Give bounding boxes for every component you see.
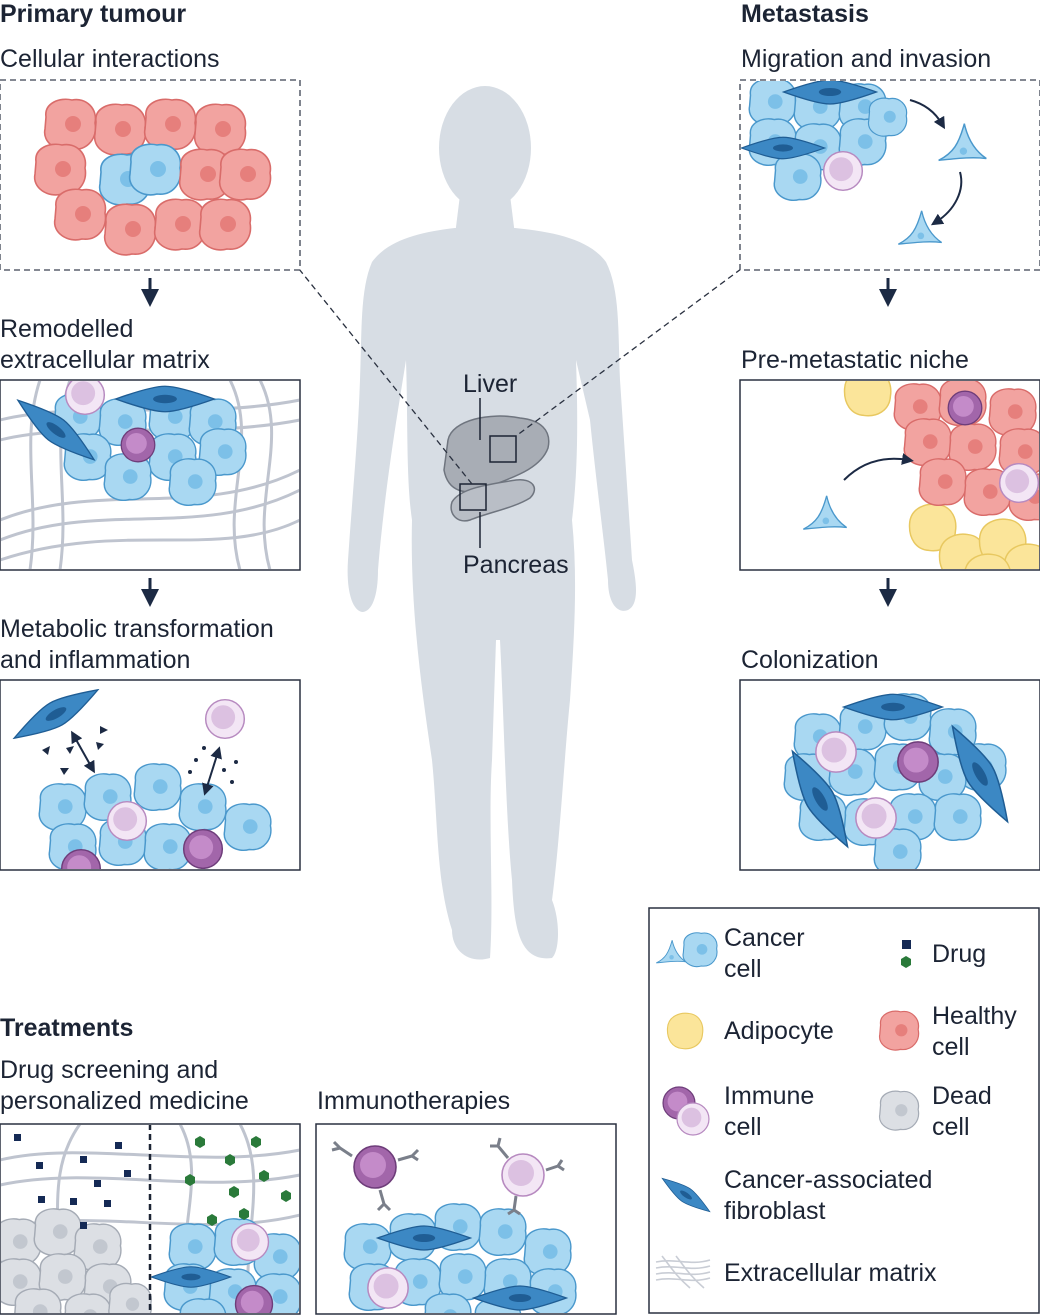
- legend-box: [648, 907, 1040, 1314]
- legend-ecm-label: Extracellular matrix: [724, 1259, 937, 1287]
- human-body-silhouette: [347, 86, 636, 960]
- metabolic-contents: [7, 681, 272, 869]
- migration-label: Migration and invasion: [741, 45, 991, 73]
- legend-fibroblast-label-line2: fibroblast: [724, 1197, 825, 1225]
- legend-healthy-cell-label-line1: Healthy: [932, 1002, 1017, 1030]
- immunotherapies-contents: [331, 1137, 577, 1313]
- pancreas-label: Pancreas: [463, 551, 569, 579]
- remodelled-ecm-contents: [1, 381, 299, 569]
- premetastatic-contents: [802, 381, 1039, 569]
- metastasis-title: Metastasis: [741, 0, 869, 28]
- immunotherapies-label: Immunotherapies: [317, 1087, 510, 1115]
- metastasis-guide-line: [515, 268, 742, 437]
- legend-cancer-cell-label-line1: Cancer: [724, 924, 805, 952]
- legend-drug-label: Drug: [932, 940, 986, 968]
- drug-screening-label-line2: personalized medicine: [0, 1087, 249, 1115]
- legend-healthy-cell-icon: [878, 1010, 920, 1051]
- legend-immune-cell-label-line1: Immune: [724, 1082, 814, 1110]
- legend-adipocyte-label: Adipocyte: [724, 1017, 834, 1045]
- drug-screening-label-line1: Drug screening and: [0, 1056, 218, 1084]
- legend-dead-cell-label-line2: cell: [932, 1113, 970, 1141]
- legend-adipocyte-icon: [666, 1012, 704, 1050]
- legend-healthy-cell-label-line2: cell: [932, 1033, 970, 1061]
- primary-guide-line: [298, 268, 473, 485]
- pancreas-zoom-box: [459, 483, 487, 511]
- migration-contents: [741, 81, 988, 245]
- legend-immune-cell-label-line2: cell: [724, 1113, 762, 1141]
- legend-ecm-icon: [655, 1255, 711, 1289]
- legend-fibroblast-label-line1: Cancer-associated: [724, 1166, 932, 1194]
- cellular-interactions-cells: [33, 98, 272, 256]
- colonization-label: Colonization: [741, 646, 879, 674]
- metabolic-label-line2: and inflammation: [0, 646, 190, 674]
- liver-label: Liver: [463, 370, 517, 398]
- treatments-title: Treatments: [0, 1014, 133, 1042]
- liver-zoom-box: [489, 435, 517, 463]
- legend-drug-icon: [901, 940, 911, 968]
- legend-cancer-cell-label-line2: cell: [724, 955, 762, 983]
- legend-dead-cell-icon: [878, 1090, 920, 1131]
- cellular-interactions-label: Cellular interactions: [0, 45, 220, 73]
- remodelled-label-line1: Remodelled: [0, 315, 133, 343]
- premetastatic-label: Pre-metastatic niche: [741, 346, 969, 374]
- metabolic-label-line1: Metabolic transformation: [0, 615, 274, 643]
- remodelled-label-line2: extracellular matrix: [0, 346, 210, 374]
- drug-screening-contents: [1, 1125, 299, 1313]
- primary-tumour-title: Primary tumour: [0, 0, 186, 28]
- legend-dead-cell-label-line1: Dead: [932, 1082, 992, 1110]
